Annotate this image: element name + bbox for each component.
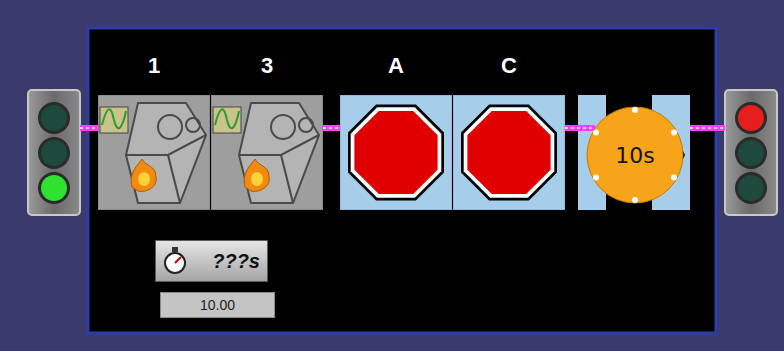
traffic-lamp [41, 140, 67, 166]
machine-gear [158, 115, 182, 139]
stopwatch-ground [156, 241, 268, 282]
tile-label: C [453, 53, 565, 79]
dial-dot [632, 197, 638, 203]
traffic-lamp-rim [38, 172, 70, 204]
machine-tile: 3 [211, 95, 323, 210]
traffic-light-housing [28, 90, 80, 215]
stop-tile: A [340, 95, 452, 210]
traffic-lamp-rim [38, 137, 70, 169]
flame-core [251, 172, 263, 186]
wire-dots [80, 127, 98, 129]
wire-group [565, 128, 595, 129]
traffic-lamp [738, 140, 764, 166]
signal-wave [102, 109, 126, 128]
stop-sign-border [351, 107, 442, 198]
wire [565, 125, 595, 131]
machine-shape [211, 95, 323, 210]
wire-dots [323, 127, 340, 129]
wire [690, 125, 725, 131]
stop-sign-outline [348, 105, 444, 201]
stopwatch-knob [172, 247, 178, 252]
traffic-lamp-rim [735, 137, 767, 169]
machine-shape [98, 95, 210, 210]
tile-ground [453, 95, 565, 210]
time-value-box: 10.00 [160, 292, 275, 318]
traffic-lamp-rim [735, 172, 767, 204]
traffic-lamp-rim [735, 102, 767, 134]
stop-shape [340, 95, 452, 210]
signal-panel [100, 107, 128, 133]
wire [323, 125, 340, 131]
machine-edge [168, 155, 180, 203]
machine-edge [281, 155, 293, 203]
machine-gear [299, 118, 313, 132]
traffic-lamp [738, 175, 764, 201]
timer-label: 10s [585, 143, 685, 168]
play-panel [88, 28, 716, 333]
stop-shape [453, 95, 565, 210]
value-ground [161, 293, 275, 318]
dial-dot [632, 107, 638, 113]
flame-core [138, 172, 150, 186]
stopwatch-box: ???s [155, 240, 268, 282]
wire-group [323, 128, 340, 129]
tile-ground [211, 95, 323, 210]
tile-label: A [340, 53, 452, 79]
traffic-lamp [738, 105, 764, 131]
stop-sign-border [464, 107, 555, 198]
machine-body [239, 103, 319, 203]
dial-dot [593, 175, 599, 181]
tile-ground [98, 95, 210, 210]
time-value: 10.00 [160, 297, 275, 313]
traffic-lamp [41, 105, 67, 131]
machine-gear [186, 118, 200, 132]
stopwatch-label: ???s [212, 250, 260, 273]
machine-body [126, 103, 206, 203]
stopwatch-hand [175, 257, 181, 263]
stop-tile: C [453, 95, 565, 210]
machine-gear [271, 115, 295, 139]
tile-label: 1 [98, 53, 210, 79]
stop-sign [467, 111, 550, 194]
traffic-light-housing [725, 90, 777, 215]
tile-label: 3 [211, 53, 323, 79]
flame [244, 159, 269, 191]
machine-tile: 1 [98, 95, 210, 210]
dial-dot [593, 130, 599, 136]
tile-ground [340, 95, 452, 210]
dial-dot [671, 130, 677, 136]
flame [131, 159, 156, 191]
wire-dots [690, 127, 725, 129]
signal-wave [215, 109, 239, 128]
wire [80, 125, 98, 131]
timer-dial: 10s [585, 105, 685, 205]
stopwatch-icon [165, 253, 185, 273]
signal-panel [213, 107, 241, 133]
dial-dot [671, 175, 677, 181]
stop-sign [354, 111, 437, 194]
traffic-lamp-rim [38, 102, 70, 134]
traffic-lamp [41, 175, 67, 201]
wire-dots [565, 127, 595, 129]
stop-sign-outline [461, 105, 557, 201]
